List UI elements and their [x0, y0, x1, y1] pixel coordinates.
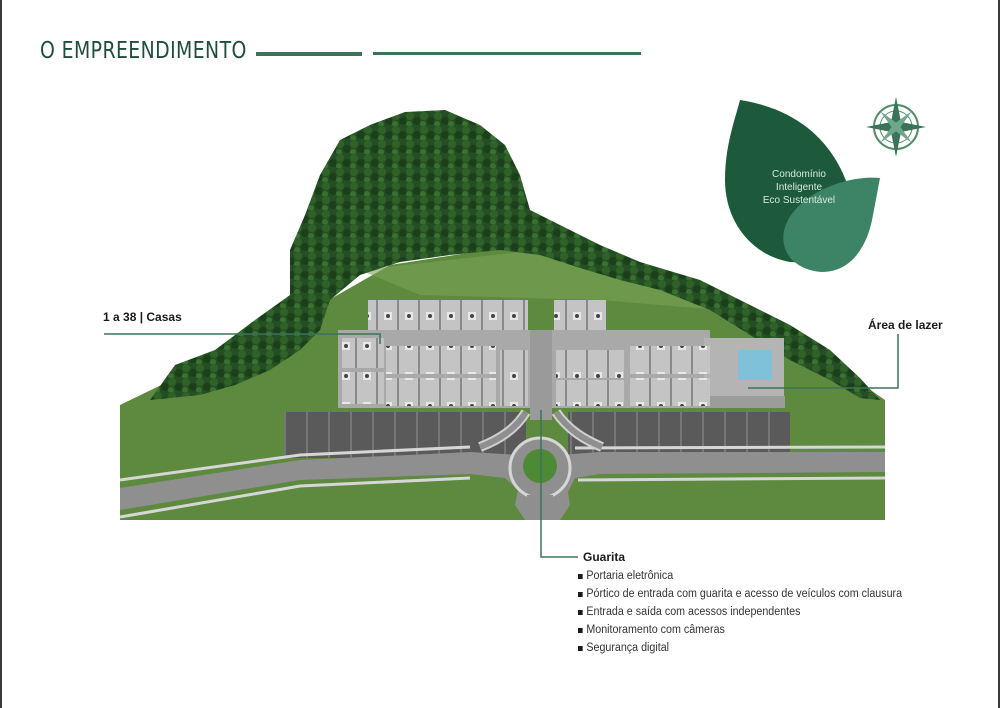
compass-rose-icon: [866, 97, 926, 157]
badge-line-3: Eco Sustentável: [762, 195, 836, 206]
guarita-features-list: Portaria eletrônica Pórtico de entrada c…: [578, 567, 926, 657]
badge-line-2: Inteligente: [775, 182, 823, 193]
houses-label: 1 a 38 | Casas: [103, 310, 182, 324]
label-leader-lines: [104, 333, 899, 558]
eco-badge-text: Condomínio Inteligente Eco Sustentável: [744, 168, 854, 207]
eco-leaf-badge: [725, 100, 880, 272]
roads: [119, 409, 886, 520]
page-title: O EMPREENDIMENTO: [40, 38, 247, 64]
guarita-title: Guarita: [583, 550, 626, 564]
list-item: Entrada e saída com acessos independente…: [578, 603, 902, 621]
house-blocks: [342, 300, 710, 406]
page-left-border: [0, 0, 2, 708]
leisure-area-label: Área de lazer: [868, 318, 943, 332]
badge-line-1: Condomínio: [772, 169, 826, 180]
list-item: Portaria eletrônica: [578, 567, 902, 585]
list-item: Segurança digital: [578, 639, 902, 657]
forest: [150, 110, 880, 400]
list-item: Monitoramento com câmeras: [578, 621, 902, 639]
page-right-border: [998, 0, 1000, 708]
title-underline-long: [373, 52, 641, 55]
title-underline-short: [256, 52, 362, 56]
list-item: Pórtico de entrada com guarita e acesso …: [578, 585, 902, 603]
